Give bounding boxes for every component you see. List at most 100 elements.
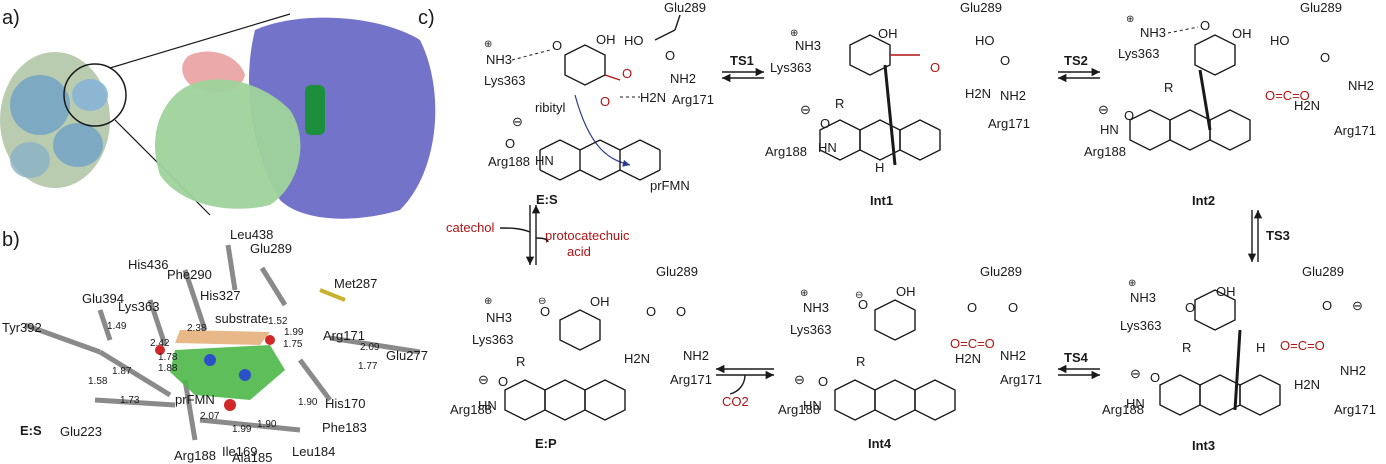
svg-text:Arg188: Arg188 [488, 154, 530, 169]
svg-text:⊖: ⊖ [794, 372, 805, 387]
panel-a-label: a) [2, 7, 20, 29]
svg-text:1.73: 1.73 [120, 395, 140, 406]
panel-b-state: E:S [20, 423, 42, 438]
svg-text:R: R [1182, 340, 1191, 355]
svg-text:Int3: Int3 [1192, 438, 1215, 453]
svg-text:prFMN: prFMN [650, 178, 690, 193]
svg-text:HN: HN [818, 140, 837, 155]
svg-text:1.58: 1.58 [88, 376, 108, 387]
svg-text:TS4: TS4 [1064, 350, 1089, 365]
structure-ep: ⊕ NH3 Lys363 ⊖ O OH Glu289 O O NH2 H2N A… [450, 264, 712, 451]
svg-text:O: O [1124, 108, 1134, 123]
svg-text:Arg171: Arg171 [672, 92, 714, 107]
svg-text:2.07: 2.07 [200, 411, 220, 422]
svg-text:NH2: NH2 [670, 71, 696, 86]
res-prfmn: prFMN [175, 392, 215, 407]
svg-text:O: O [622, 66, 632, 81]
svg-text:1.77: 1.77 [358, 361, 378, 372]
res-tyr392: Tyr392 [2, 320, 42, 335]
svg-text:Int2: Int2 [1192, 193, 1215, 208]
svg-text:OH: OH [590, 294, 610, 309]
svg-text:O: O [1320, 50, 1330, 65]
svg-text:1.90: 1.90 [257, 419, 277, 430]
svg-text:HO: HO [975, 33, 995, 48]
svg-text:NH2: NH2 [1000, 88, 1026, 103]
svg-text:H2N: H2N [955, 351, 981, 366]
svg-text:NH3: NH3 [803, 300, 829, 315]
svg-text:O: O [1150, 370, 1160, 385]
svg-text:O: O [505, 136, 515, 151]
svg-text:Arg171: Arg171 [988, 116, 1030, 131]
svg-text:Glu289: Glu289 [980, 264, 1022, 279]
svg-text:O: O [552, 38, 562, 53]
svg-text:H2N: H2N [640, 90, 666, 105]
svg-text:NH3: NH3 [486, 52, 512, 67]
res-arg171: Arg171 [323, 328, 365, 343]
svg-text:⊖: ⊖ [1098, 102, 1109, 117]
svg-text:1.78: 1.78 [158, 352, 178, 363]
svg-text:HN: HN [1126, 396, 1145, 411]
svg-text:Lys363: Lys363 [790, 322, 831, 337]
svg-text:Arg171: Arg171 [1334, 123, 1376, 138]
svg-text:Arg171: Arg171 [1334, 402, 1376, 417]
svg-text:⊖: ⊖ [538, 296, 546, 307]
svg-text:H2N: H2N [1294, 377, 1320, 392]
svg-text:CO2: CO2 [722, 394, 749, 409]
svg-text:⊕: ⊕ [484, 39, 492, 50]
svg-text:R: R [1164, 80, 1173, 95]
structure-int4: ⊕ NH3 Lys363 ⊖ O OH Glu289 O O O=C=O NH2… [778, 264, 1042, 451]
svg-text:OH: OH [878, 26, 898, 41]
svg-text:O: O [1008, 300, 1018, 315]
svg-text:O: O [1000, 53, 1010, 68]
res-met287: Met287 [334, 276, 377, 291]
svg-text:Arg171: Arg171 [670, 372, 712, 387]
svg-text:HN: HN [478, 398, 497, 413]
svg-text:R: R [516, 354, 525, 369]
protein-zoom [155, 17, 436, 219]
active-site-structure [24, 244, 421, 441]
svg-text:R: R [835, 96, 844, 111]
svg-text:O: O [967, 300, 977, 315]
svg-text:Arg188: Arg188 [1102, 402, 1144, 417]
svg-text:HO: HO [1270, 33, 1290, 48]
res-phe290: Phe290 [167, 267, 212, 282]
svg-text:Glu289: Glu289 [1300, 0, 1342, 15]
structure-es: ⊕ NH3 Lys363 O OH O O Glu289 HO O NH2 H2… [484, 0, 714, 207]
svg-text:NH2: NH2 [1000, 348, 1026, 363]
svg-text:O: O [665, 48, 675, 63]
svg-text:O: O [820, 116, 830, 131]
res-leu184: Leu184 [292, 444, 335, 459]
svg-text:O: O [540, 304, 550, 319]
svg-text:H2N: H2N [965, 86, 991, 101]
svg-text:Arg188: Arg188 [450, 402, 492, 417]
structure-int1: ⊕ NH3 Lys363 OH O Glu289 HO O H2N NH2 Ar… [765, 0, 1030, 208]
res-arg188: Arg188 [174, 448, 216, 463]
svg-text:Int4: Int4 [868, 436, 892, 451]
zoom-circle [63, 63, 127, 127]
panel-b-label: b) [2, 229, 20, 251]
svg-text:catechol: catechol [446, 220, 495, 235]
svg-text:OH: OH [596, 32, 616, 47]
ts3-arrow: TS3 [1247, 210, 1290, 262]
res-phe183: Phe183 [322, 420, 367, 435]
svg-text:HO: HO [624, 33, 644, 48]
svg-text:⊖: ⊖ [478, 372, 489, 387]
svg-text:H: H [875, 160, 884, 175]
svg-text:2.42: 2.42 [150, 338, 170, 349]
svg-text:Lys363: Lys363 [770, 60, 811, 75]
svg-text:1.99: 1.99 [284, 327, 304, 338]
svg-text:ribityl: ribityl [535, 100, 565, 115]
substrate-label: substrate [215, 311, 268, 326]
svg-text:O=C=O: O=C=O [950, 336, 995, 351]
distance-labels: 1.49 2.42 1.78 2.38 1.99 1.52 1.75 2.09 … [88, 316, 380, 435]
svg-text:Arg188: Arg188 [1084, 144, 1126, 159]
res-leu438: Leu438 [230, 227, 273, 242]
svg-text:OH: OH [896, 284, 916, 299]
res-ala185: Ala185 [232, 450, 272, 464]
svg-text:O: O [1200, 18, 1210, 33]
svg-text:2.38: 2.38 [187, 323, 207, 334]
ts4-arrow: TS4 [1058, 350, 1100, 380]
svg-text:⊕: ⊕ [1126, 14, 1134, 25]
res-glu223: Glu223 [60, 424, 102, 439]
svg-text:⊖: ⊖ [1352, 298, 1363, 313]
